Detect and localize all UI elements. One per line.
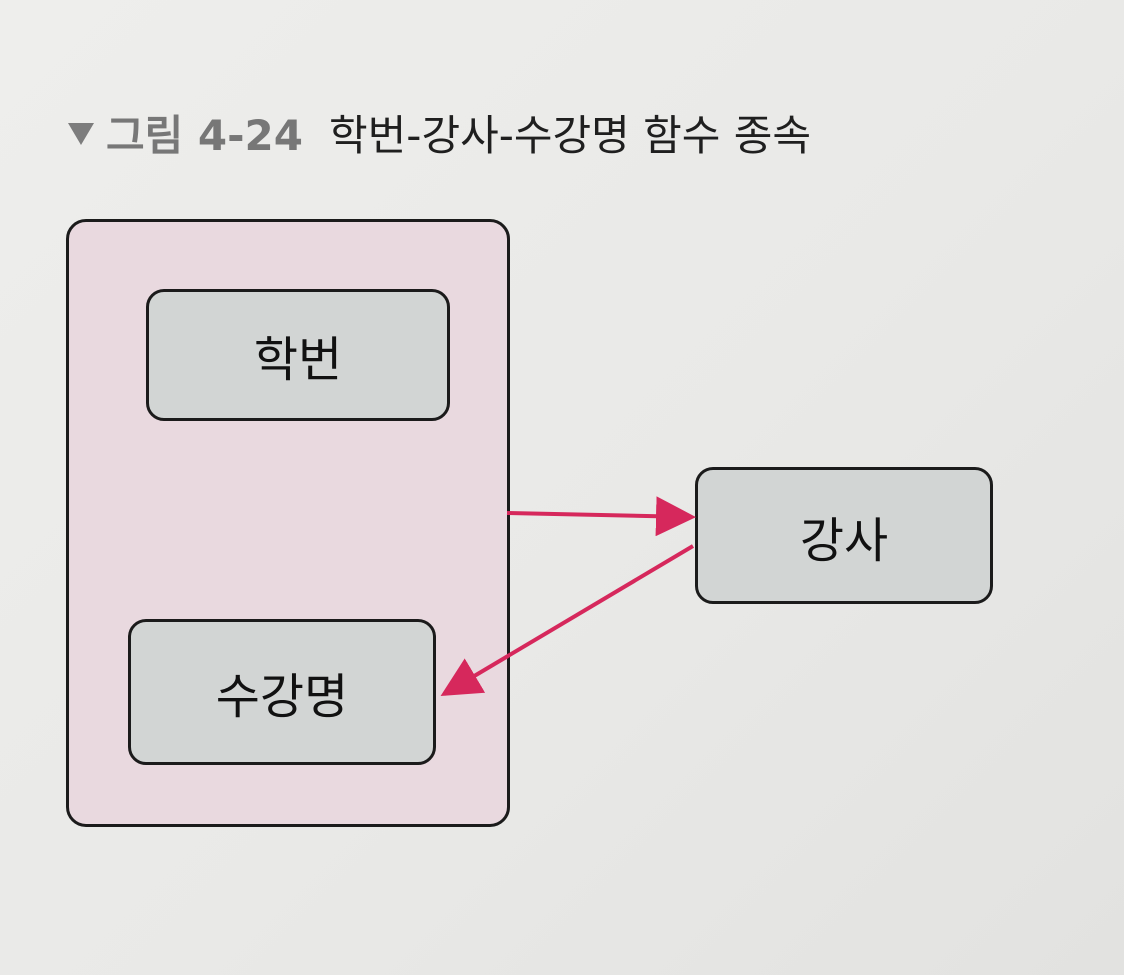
figure-caption: 그림 4-24 학번-강사-수강명 함수 종속 <box>68 92 811 172</box>
instructor-node: 강사 <box>695 467 993 604</box>
arrow-instructor-to-course <box>440 544 695 697</box>
student-id-node: 학번 <box>146 289 450 421</box>
course-name-label: 수강명 <box>215 669 349 725</box>
arrow-key-to-instructor <box>506 496 696 537</box>
figure-number: 그림 4-24 <box>106 110 304 160</box>
student-id-label: 학번 <box>253 332 343 388</box>
triangle-down-icon <box>68 123 94 145</box>
instructor-label: 강사 <box>799 512 889 569</box>
figure-title: 학번-강사-수강명 함수 종속 <box>329 110 812 160</box>
course-name-node: 수강명 <box>128 619 436 765</box>
